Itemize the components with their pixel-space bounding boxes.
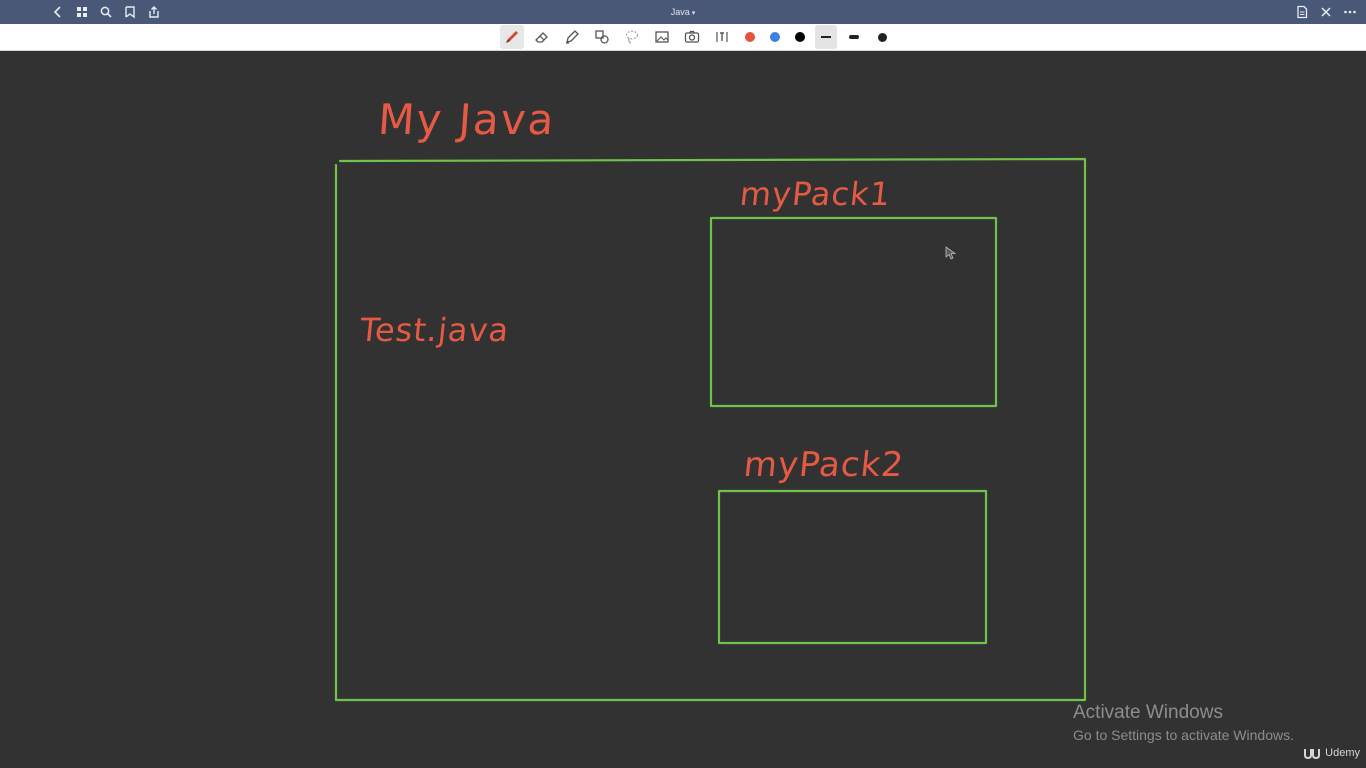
ink-strokes xyxy=(334,157,1087,702)
file-label: Test.java xyxy=(358,311,512,349)
color-swatch-black[interactable] xyxy=(790,25,809,49)
drawing-tools xyxy=(500,24,893,50)
document-title-text[interactable]: Java xyxy=(670,7,690,17)
package1-label: myPack1 xyxy=(738,175,894,213)
package1-box xyxy=(709,216,998,408)
thin-line-icon xyxy=(821,36,831,38)
lasso-icon[interactable] xyxy=(620,25,644,49)
search-icon[interactable] xyxy=(98,4,114,20)
color-swatch-blue[interactable] xyxy=(765,25,784,49)
image-icon[interactable] xyxy=(650,25,674,49)
chevron-down-icon: ▾ xyxy=(691,10,696,17)
stroke-thick[interactable] xyxy=(871,25,893,49)
activation-watermark: Activate Windows Go to Settings to activ… xyxy=(1073,702,1294,746)
udemy-logo-text: Udemy xyxy=(1325,747,1360,759)
mouse-pointer-icon xyxy=(945,246,957,260)
project-label: My Java xyxy=(376,95,558,144)
package2-label: myPack2 xyxy=(741,445,907,485)
title-bar: Java▾ xyxy=(0,0,1366,24)
drawing-toolbar xyxy=(0,24,1366,51)
grid-view-icon[interactable] xyxy=(74,4,90,20)
medium-line-icon xyxy=(849,35,859,39)
title-bar-right-controls xyxy=(1294,0,1358,24)
red-dot xyxy=(744,32,755,42)
text-icon[interactable] xyxy=(710,25,734,49)
pen-icon[interactable] xyxy=(500,25,524,49)
watermark-subtitle: Go to Settings to activate Windows. xyxy=(1073,727,1294,743)
udemy-logo-icon xyxy=(1304,749,1321,760)
thick-dot-icon xyxy=(877,32,887,42)
bookmark-icon[interactable] xyxy=(122,4,138,20)
document-title[interactable]: Java▾ xyxy=(0,0,1366,24)
package2-box xyxy=(717,489,988,645)
eraser-icon[interactable] xyxy=(530,25,554,49)
note-canvas[interactable]: My Java Test.java myPack1 myPack2 Activa… xyxy=(0,51,1366,768)
more-icon[interactable] xyxy=(1342,4,1358,20)
stroke-medium[interactable] xyxy=(843,25,865,49)
stroke-thin[interactable] xyxy=(815,25,837,49)
color-swatch-red[interactable] xyxy=(740,25,759,49)
share-icon[interactable] xyxy=(146,4,162,20)
black-dot xyxy=(794,32,805,42)
shapes-icon[interactable] xyxy=(590,25,614,49)
document-icon[interactable] xyxy=(1294,4,1310,20)
blue-dot xyxy=(769,32,780,42)
highlighter-icon[interactable] xyxy=(560,25,584,49)
close-icon[interactable] xyxy=(1318,4,1334,20)
project-box xyxy=(334,157,1087,702)
udemy-logo: Udemy xyxy=(1303,746,1360,760)
back-icon[interactable] xyxy=(50,4,66,20)
title-bar-left-controls xyxy=(50,0,162,24)
watermark-title: Activate Windows xyxy=(1073,702,1223,723)
camera-icon[interactable] xyxy=(680,25,704,49)
